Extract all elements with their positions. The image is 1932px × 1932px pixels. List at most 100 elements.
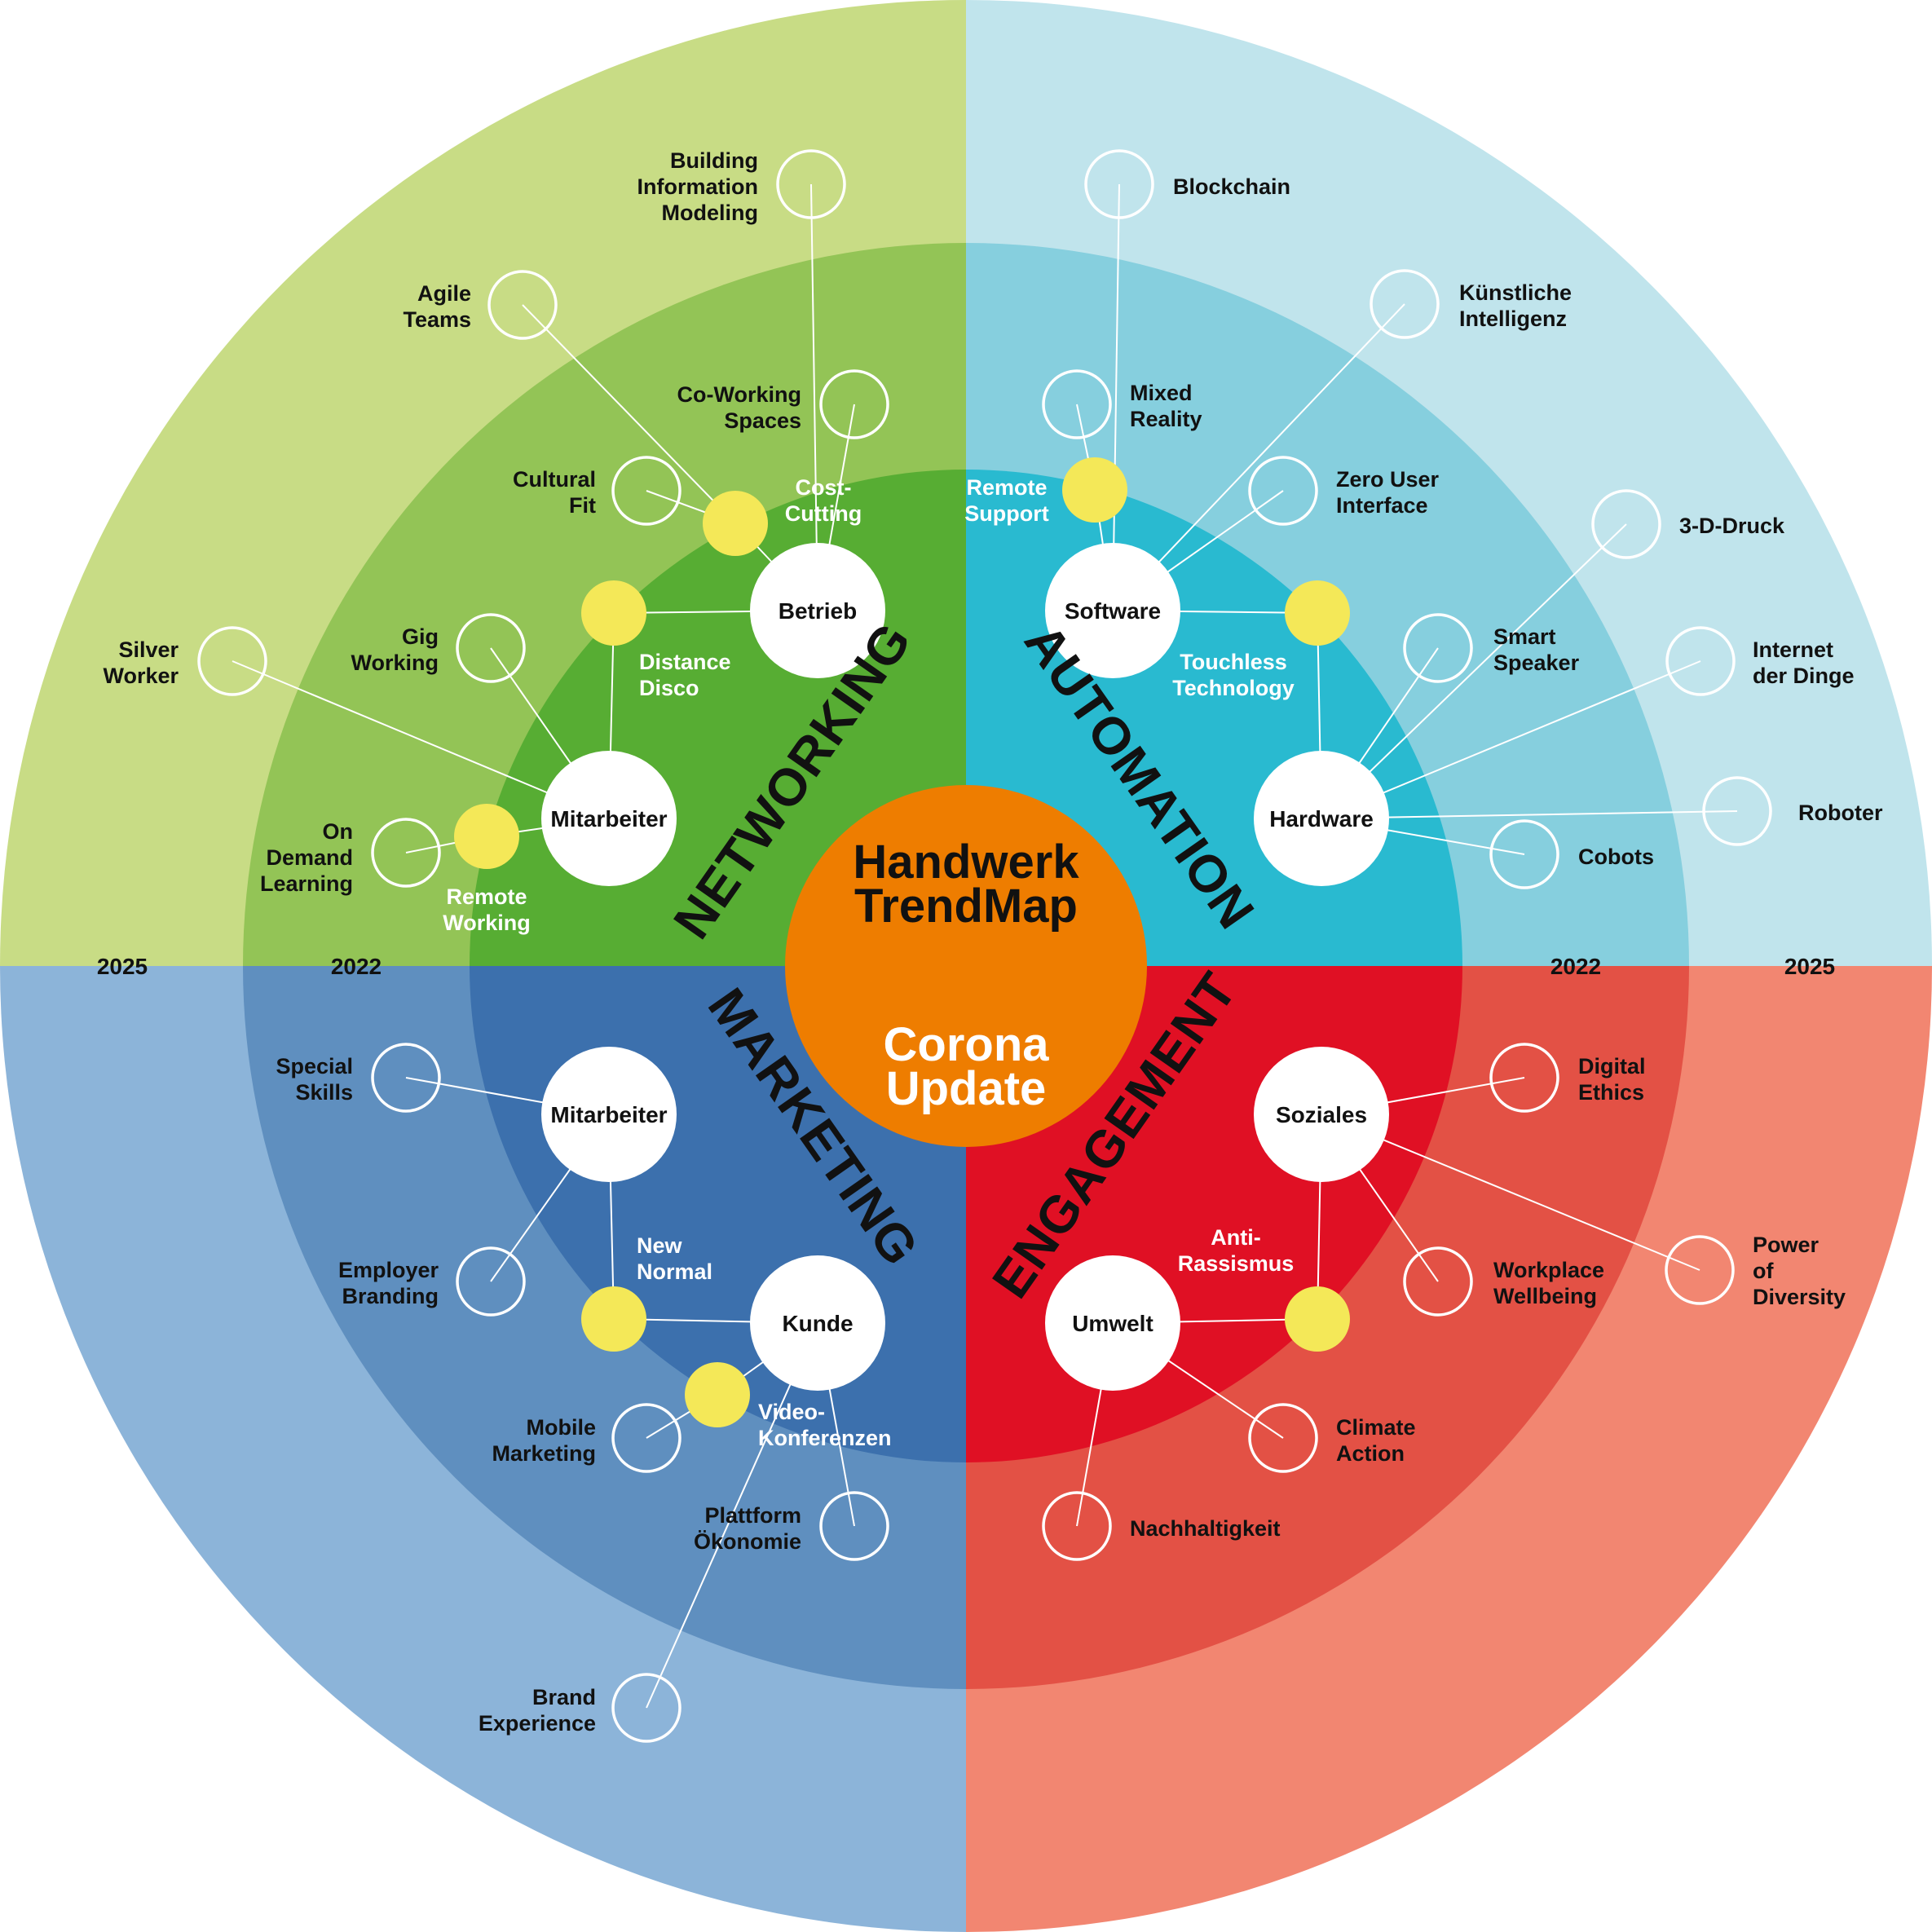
link-hardware-druck [1321, 523, 1627, 819]
corona-trend-cost_cutting[interactable] [703, 491, 768, 556]
trend-circle-silver[interactable] [197, 626, 267, 696]
year-label-2: 2022 [1550, 954, 1601, 979]
link-cost_cutting-agile [522, 304, 736, 524]
trend-circle-roboter[interactable] [1702, 776, 1772, 846]
trend-circle-druck[interactable] [1591, 489, 1661, 559]
trend-circle-blockchain[interactable] [1084, 149, 1154, 219]
trend-circle-mixed[interactable] [1042, 369, 1112, 439]
hub-hardware[interactable] [1254, 751, 1389, 886]
corona-trend-new_normal[interactable] [581, 1286, 646, 1352]
hub-label-mitarbeiter_mk: Mitarbeiter [550, 1102, 667, 1127]
trend-circle-climate[interactable] [1248, 1403, 1318, 1473]
corona-trend-anti_rassismus[interactable] [1285, 1286, 1350, 1352]
year-label-0: 2025 [97, 954, 148, 979]
trend-label-cobots: Cobots [1578, 845, 1654, 869]
trend-circle-gig[interactable] [456, 613, 526, 683]
corona-label-videokonferenzen: Video-Konferenzen [758, 1400, 892, 1450]
corona-trend-videokonferenzen[interactable] [685, 1362, 750, 1427]
link-soziales-diversity [1321, 1114, 1700, 1271]
corona-trend-remote_support[interactable] [1062, 457, 1127, 523]
hub-label-kunde: Kunde [782, 1311, 853, 1336]
link-hardware-roboter [1321, 810, 1738, 819]
trend-circle-ki[interactable] [1370, 269, 1440, 339]
hub-label-soziales: Soziales [1276, 1102, 1367, 1127]
hub-label-umwelt: Umwelt [1072, 1311, 1153, 1336]
hub-label-mitarbeiter_nw: Mitarbeiter [550, 806, 667, 831]
hub-soziales[interactable] [1254, 1047, 1389, 1182]
corona-trend-distance_disco[interactable] [581, 580, 646, 646]
hub-label-betrieb: Betrieb [779, 598, 857, 624]
corona-trend-remote_working[interactable] [454, 804, 519, 869]
hub-software[interactable] [1045, 543, 1180, 678]
trend-circle-diversity[interactable] [1665, 1235, 1735, 1305]
trend-circle-plattform[interactable] [819, 1491, 889, 1561]
trend-circle-cobots[interactable] [1489, 819, 1559, 889]
trend-label-roboter: Roboter [1798, 801, 1883, 825]
trend-circle-zero[interactable] [1248, 456, 1318, 526]
trend-circle-special[interactable] [371, 1043, 441, 1113]
trend-nodes [197, 149, 1772, 1743]
hub-mitarbeiter_nw[interactable] [541, 751, 677, 886]
year-label-3: 2025 [1784, 954, 1835, 979]
trend-circle-mobile[interactable] [611, 1403, 681, 1473]
hub-mitarbeiter_mk[interactable] [541, 1047, 677, 1182]
trend-circle-wellbeing[interactable] [1403, 1246, 1473, 1317]
year-label-1: 2022 [331, 954, 382, 979]
link-hardware-iot [1321, 660, 1701, 819]
trend-circle-brand[interactable] [611, 1673, 681, 1743]
link-kunde-brand [646, 1322, 818, 1709]
link-software-ki [1112, 303, 1405, 611]
trend-circle-smart[interactable] [1403, 613, 1473, 683]
trend-circle-digital[interactable] [1489, 1043, 1559, 1113]
trend-circle-employer[interactable] [456, 1246, 526, 1317]
trend-label-druck: 3-D-Druck [1679, 514, 1785, 538]
trend-circle-nachhaltigkeit[interactable] [1042, 1491, 1112, 1561]
trend-circle-iot[interactable] [1665, 626, 1736, 696]
trend-circle-agile[interactable] [487, 270, 558, 340]
hub-umwelt[interactable] [1045, 1255, 1180, 1391]
link-betrieb-bim [810, 183, 818, 611]
hub-label-software: Software [1065, 598, 1161, 624]
trend-circle-cultural[interactable] [611, 456, 681, 526]
corona-label-cost_cutting: Cost-Cutting [785, 475, 862, 526]
center-circle [785, 785, 1147, 1147]
trend-label-nachhaltigkeit: Nachhaltigkeit [1130, 1516, 1281, 1541]
link-mitarbeiter_nw-silver [232, 660, 610, 819]
corona-trend-touchless[interactable] [1285, 580, 1350, 646]
hub-betrieb[interactable] [750, 543, 885, 678]
link-software-blockchain [1112, 183, 1120, 611]
trend-label-blockchain: Blockchain [1173, 174, 1290, 199]
trend-circle-coworking[interactable] [819, 369, 889, 439]
hub-kunde[interactable] [750, 1255, 885, 1391]
hub-label-hardware: Hardware [1269, 806, 1374, 831]
trend-circle-ondemand[interactable] [371, 818, 441, 888]
trend-circle-bim[interactable] [776, 149, 846, 219]
